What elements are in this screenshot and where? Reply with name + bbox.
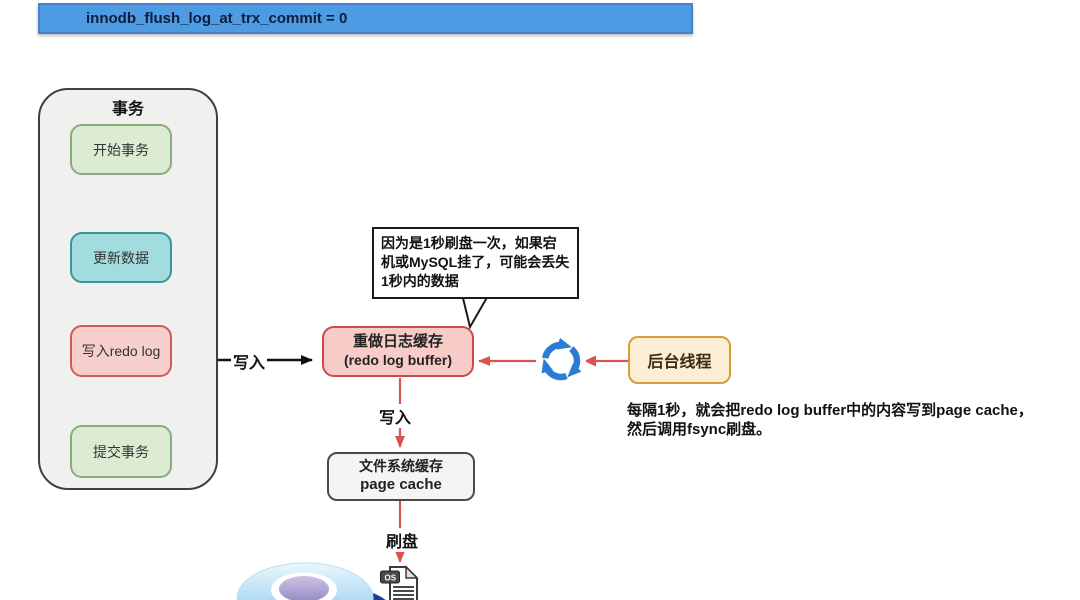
redo-buffer-subtitle: (redo log buffer) bbox=[343, 352, 453, 369]
note-line: 每隔1秒，就会把redo log buffer中的内容写到page cache， bbox=[627, 402, 1033, 419]
page-cache-box: 文件系统缓存 page cache bbox=[327, 452, 475, 501]
page-cache-subtitle: page cache bbox=[360, 475, 442, 493]
disk-icon bbox=[236, 562, 386, 600]
file-badge-label: OS bbox=[385, 574, 397, 583]
step-label: 写入redo log bbox=[81, 343, 161, 359]
title-banner: innodb_flush_log_at_trx_commit = 0 bbox=[38, 3, 693, 34]
callout-text: 因为是1秒刷盘一次，如果宕机或MySQL挂了，可能会丢失1秒内的数据 bbox=[381, 235, 570, 289]
note-paragraph: 每隔1秒，就会把redo log buffer中的内容写到page cache，… bbox=[627, 401, 1077, 439]
page-cache-title: 文件系统缓存 bbox=[359, 458, 443, 475]
redo-buffer-title: 重做日志缓存 bbox=[352, 333, 443, 351]
step-label: 更新数据 bbox=[93, 249, 149, 266]
redo-log-buffer-box: 重做日志缓存 (redo log buffer) bbox=[322, 326, 474, 377]
log-file-icon: OS bbox=[380, 565, 419, 600]
flush-disk-arrow-label: 刷盘 bbox=[384, 528, 421, 552]
background-thread-box: 后台线程 bbox=[628, 336, 731, 384]
step-label: 开始事务 bbox=[93, 141, 149, 158]
write-down-arrow-label: 写入 bbox=[377, 404, 414, 428]
step-update-data: 更新数据 bbox=[70, 232, 172, 283]
step-label: 提交事务 bbox=[93, 443, 149, 460]
transaction-title: 事务 bbox=[111, 101, 144, 118]
step-write-redo-log: 写入redo log bbox=[70, 325, 172, 377]
step-commit-transaction: 提交事务 bbox=[70, 425, 172, 478]
arrow-thread-midhead bbox=[584, 355, 596, 367]
background-thread-label: 后台线程 bbox=[647, 354, 712, 371]
write-arrow-label: 写入 bbox=[231, 349, 268, 373]
callout-bubble: 因为是1秒刷盘一次，如果宕机或MySQL挂了，可能会丢失1秒内的数据 bbox=[372, 227, 579, 299]
banner-label: innodb_flush_log_at_trx_commit = 0 bbox=[86, 10, 348, 27]
step-begin-transaction: 开始事务 bbox=[70, 124, 172, 175]
sync-refresh-icon bbox=[536, 336, 586, 386]
note-line: 然后调用fsync刷盘。 bbox=[627, 421, 772, 438]
